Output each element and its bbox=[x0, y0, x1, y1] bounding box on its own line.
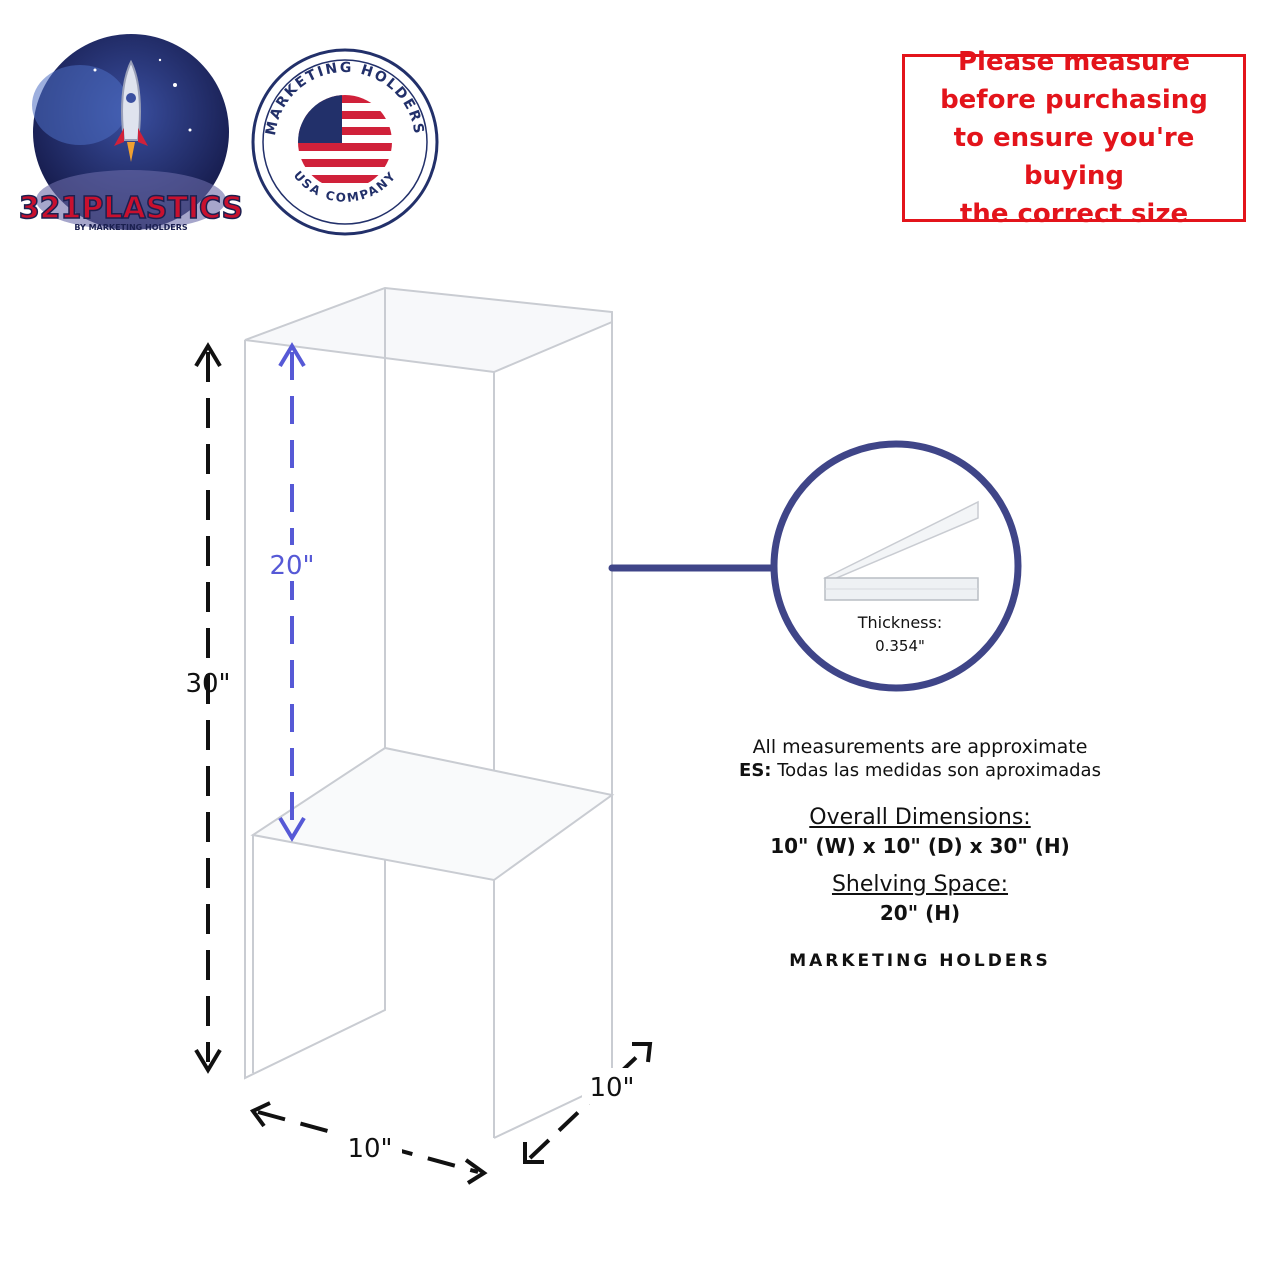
shelf-panel bbox=[250, 746, 615, 882]
notice-line: before purchasing bbox=[940, 85, 1208, 115]
overall-heading: Overall Dimensions: bbox=[809, 805, 1031, 830]
plastics-logo-text: 321PLASTICS bbox=[19, 191, 243, 226]
width-label: 10" bbox=[347, 1134, 392, 1164]
top-panel bbox=[244, 286, 613, 374]
left-panel bbox=[244, 340, 386, 1080]
notice-line: to ensure you're buying bbox=[953, 123, 1195, 191]
thickness-label: Thickness: bbox=[857, 613, 942, 632]
brand-text: MARKETING HOLDERS bbox=[789, 951, 1051, 971]
plastics-logo-subtext: BY MARKETING HOLDERS bbox=[74, 223, 188, 232]
thickness-callout: Thickness: 0.354" bbox=[608, 440, 1022, 692]
notice-line: Please measure bbox=[957, 47, 1191, 77]
callout-circle bbox=[770, 440, 1022, 692]
width-dimension: 10" bbox=[249, 1101, 488, 1185]
thickness-value: 0.354" bbox=[875, 637, 925, 655]
depth-dimension: 10" bbox=[523, 1042, 653, 1164]
spanish-note: ES: Todas las medidas son aproximadas bbox=[640, 760, 1200, 781]
notice-line: the correct size bbox=[959, 199, 1189, 229]
usa-company-seal: MARKETING HOLDERS USA COMPANY bbox=[251, 48, 439, 236]
overall-value: 10" (W) x 10" (D) x 30" (H) bbox=[770, 834, 1070, 858]
us-flag-icon bbox=[298, 95, 392, 189]
height-total-dimension: 30" bbox=[185, 342, 231, 1074]
height-shelf-label: 20" bbox=[269, 551, 314, 581]
cloud-shape bbox=[36, 170, 226, 230]
spanish-text: Todas las medidas son aproximadas bbox=[777, 760, 1101, 781]
shelf-heading: Shelving Space: bbox=[831, 872, 1009, 897]
earth-shape bbox=[32, 65, 128, 145]
height-shelf-dimension: 20" bbox=[262, 342, 324, 842]
height-total-label: 30" bbox=[185, 669, 230, 699]
spanish-prefix: ES: bbox=[739, 760, 772, 781]
measurement-info: All measurements are approximate ES: Tod… bbox=[640, 736, 1200, 971]
rocket-icon bbox=[114, 59, 148, 162]
depth-label: 10" bbox=[589, 1073, 634, 1103]
acrylic-pedestal bbox=[244, 286, 615, 1139]
right-panel bbox=[493, 322, 613, 1139]
plastics-logo: 321PLASTICS BY MARKETING HOLDERS bbox=[18, 34, 244, 232]
measure-notice: Please measure before purchasing to ensu… bbox=[902, 47, 1246, 229]
shelf-value: 20" (H) bbox=[879, 901, 961, 925]
approx-note: All measurements are approximate bbox=[752, 736, 1088, 758]
